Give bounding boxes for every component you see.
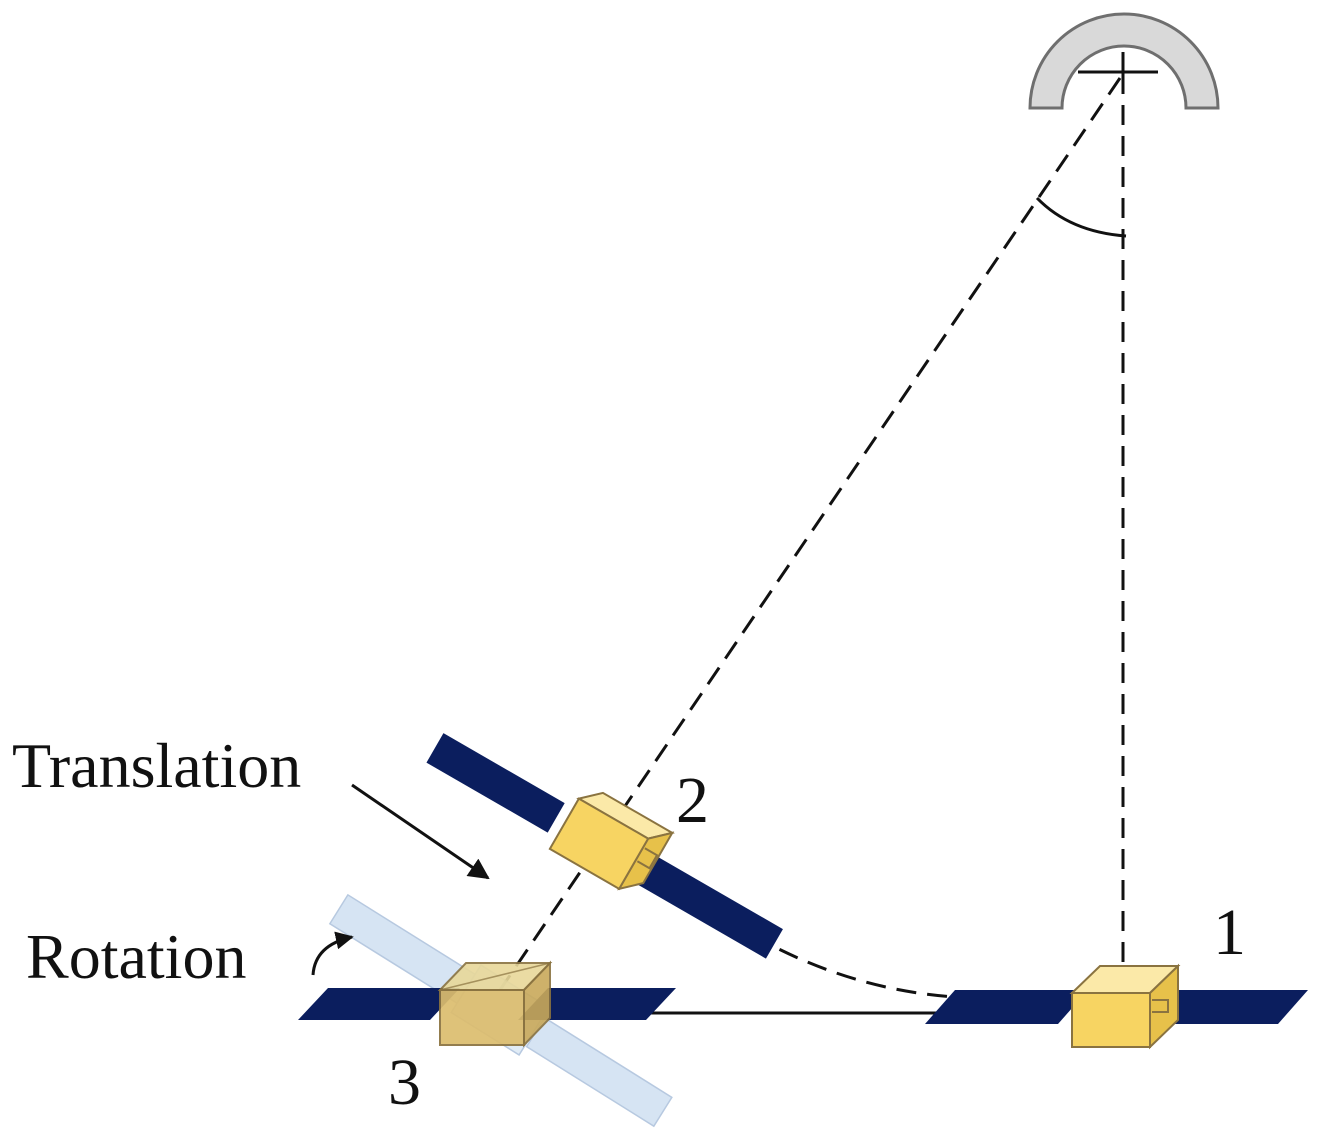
satellite-3: [298, 893, 676, 1128]
solar-panel-right: [636, 854, 783, 959]
translation-label: Translation: [12, 730, 302, 801]
solar-panel-left: [925, 990, 1088, 1024]
satellite-1: [925, 963, 1308, 1050]
position-2-label: 2: [676, 764, 709, 837]
position-3-label: 3: [388, 1046, 421, 1119]
solar-panel-left: [298, 988, 460, 1020]
satellite-body-front: [439, 989, 525, 1046]
angle-arc: [1035, 196, 1127, 238]
solar-panel-left: [426, 733, 565, 833]
position-1-label: 1: [1213, 896, 1246, 969]
solar-panel-right: [518, 988, 676, 1020]
satellite-body-front: [1071, 992, 1151, 1048]
antenna-dome-icon: [1028, 12, 1220, 110]
rotation-arrow: [311, 931, 354, 976]
solar-panel-right: [1145, 990, 1308, 1024]
satellite-body-front: [548, 797, 650, 891]
satellite-2: [426, 733, 783, 959]
rotation-label: Rotation: [26, 921, 247, 992]
trajectory-curve: [751, 933, 956, 999]
translation-arrow: [351, 783, 490, 880]
